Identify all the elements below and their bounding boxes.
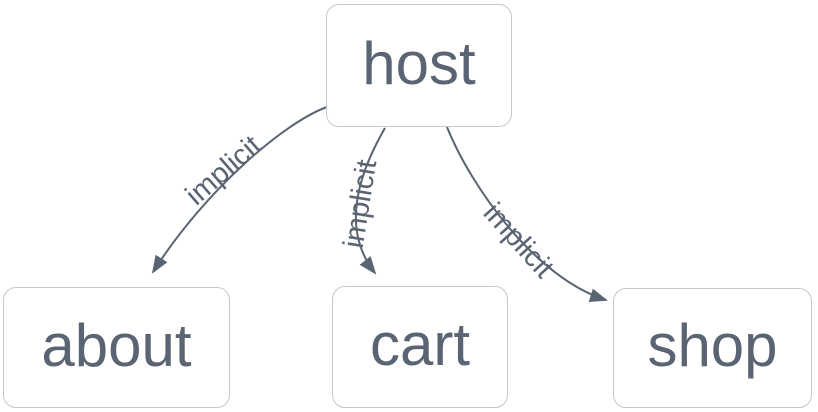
edge-host-cart [355,127,386,275]
node-shop-label: shop [647,312,778,379]
node-shop: shop [613,288,812,408]
node-cart-label: cart [369,311,471,378]
node-about-label: about [41,311,192,379]
edge-host-shop [446,126,608,302]
node-host-label: host [362,29,476,97]
node-host: host [326,4,512,127]
edge-host-about [151,106,328,274]
node-cart: cart [332,286,508,408]
node-about: about [3,287,230,408]
